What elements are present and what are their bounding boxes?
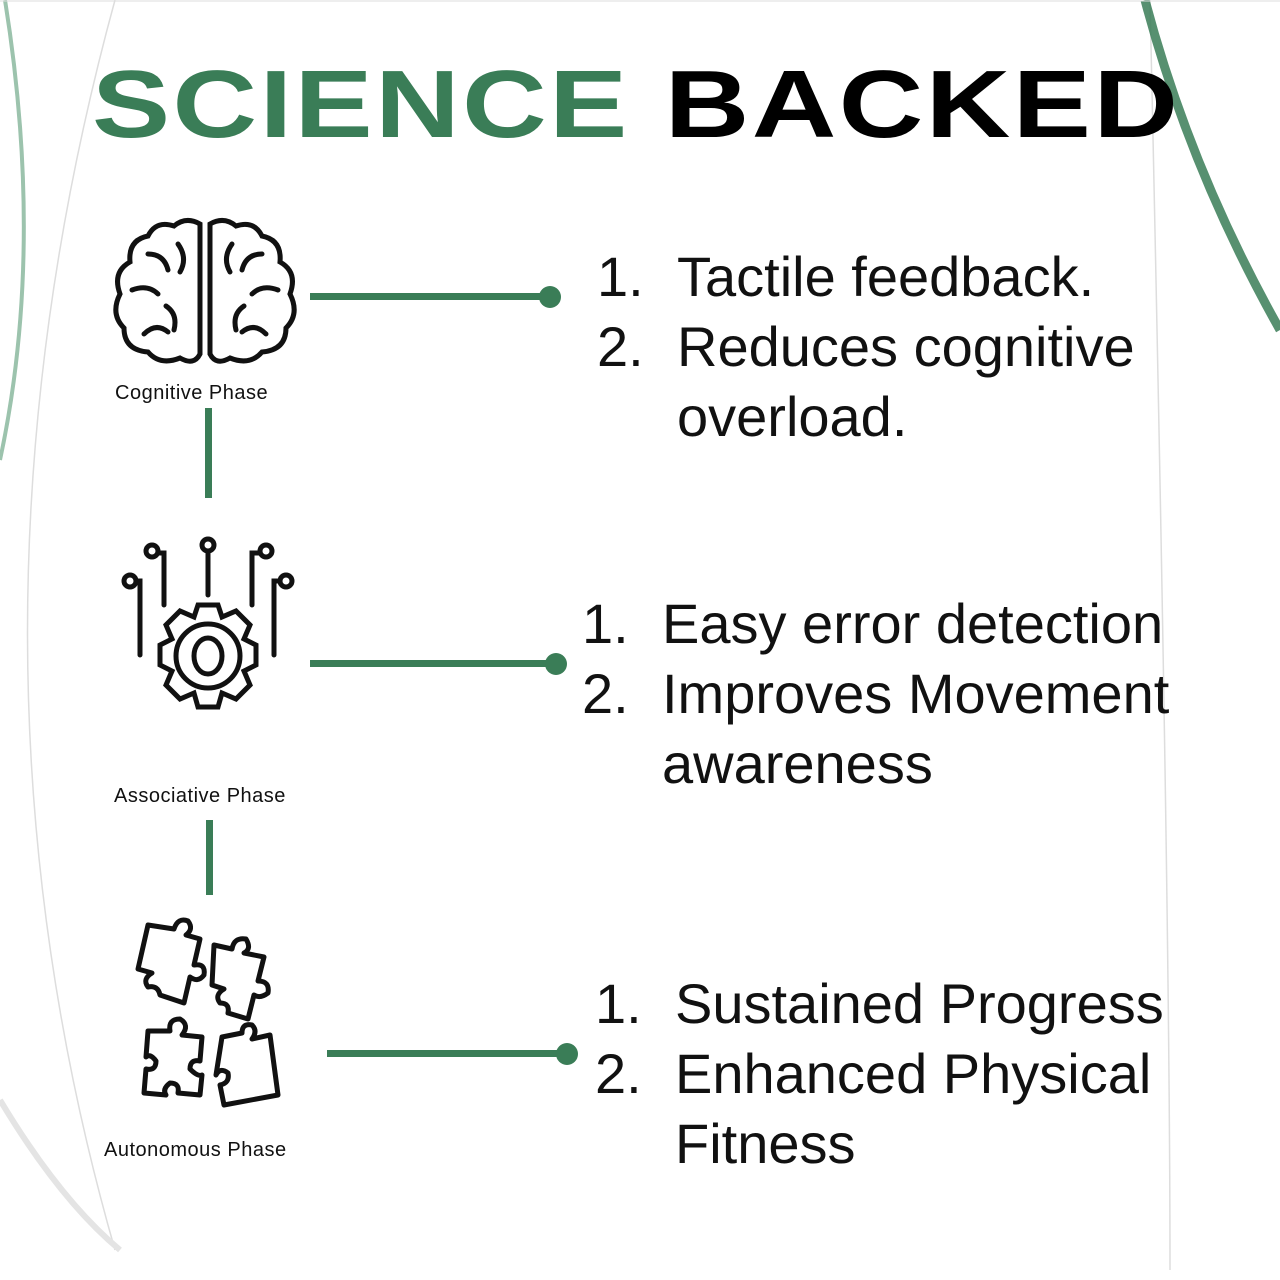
- connector-dot: [539, 286, 561, 308]
- phase-benefits-autonomous: 1.Sustained Progress 2.Enhanced Physical…: [595, 969, 1164, 1179]
- benefit-item-cont: Fitness: [675, 1112, 856, 1175]
- phase-connector: [205, 408, 212, 498]
- phase-benefits-associative: 1.Easy error detection 2.Improves Moveme…: [582, 589, 1169, 799]
- brain-icon: [113, 218, 297, 364]
- phase-label-autonomous: Autonomous Phase: [104, 1139, 287, 1161]
- puzzle-pieces-icon: [135, 917, 281, 1108]
- gear-circuit-icon: [121, 536, 295, 710]
- benefit-item: Improves Movement: [662, 662, 1170, 725]
- benefit-item: Enhanced Physical: [675, 1042, 1152, 1105]
- benefit-item: Reduces cognitive: [677, 315, 1135, 378]
- connector-dot: [556, 1043, 578, 1065]
- benefit-item-cont: overload.: [677, 385, 908, 448]
- connector-dot: [545, 653, 567, 675]
- benefit-item: Sustained Progress: [675, 972, 1164, 1035]
- title-science: SCIENCE: [92, 51, 630, 158]
- benefit-item: Easy error detection: [662, 592, 1164, 655]
- title-backed: BACKED: [664, 51, 1181, 158]
- phase-benefits-cognitive: 1.Tactile feedback. 2.Reduces cognitive …: [597, 242, 1135, 452]
- connector-line: [310, 660, 555, 667]
- connector-line: [327, 1050, 567, 1057]
- phase-connector: [206, 820, 213, 895]
- phase-label-associative: Associative Phase: [114, 785, 286, 807]
- benefit-item: Tactile feedback.: [677, 245, 1095, 308]
- page-title: SCIENCE BACKED: [92, 50, 1180, 160]
- connector-line: [310, 293, 550, 300]
- phase-label-cognitive: Cognitive Phase: [115, 382, 269, 404]
- benefit-item-cont: awareness: [662, 732, 933, 795]
